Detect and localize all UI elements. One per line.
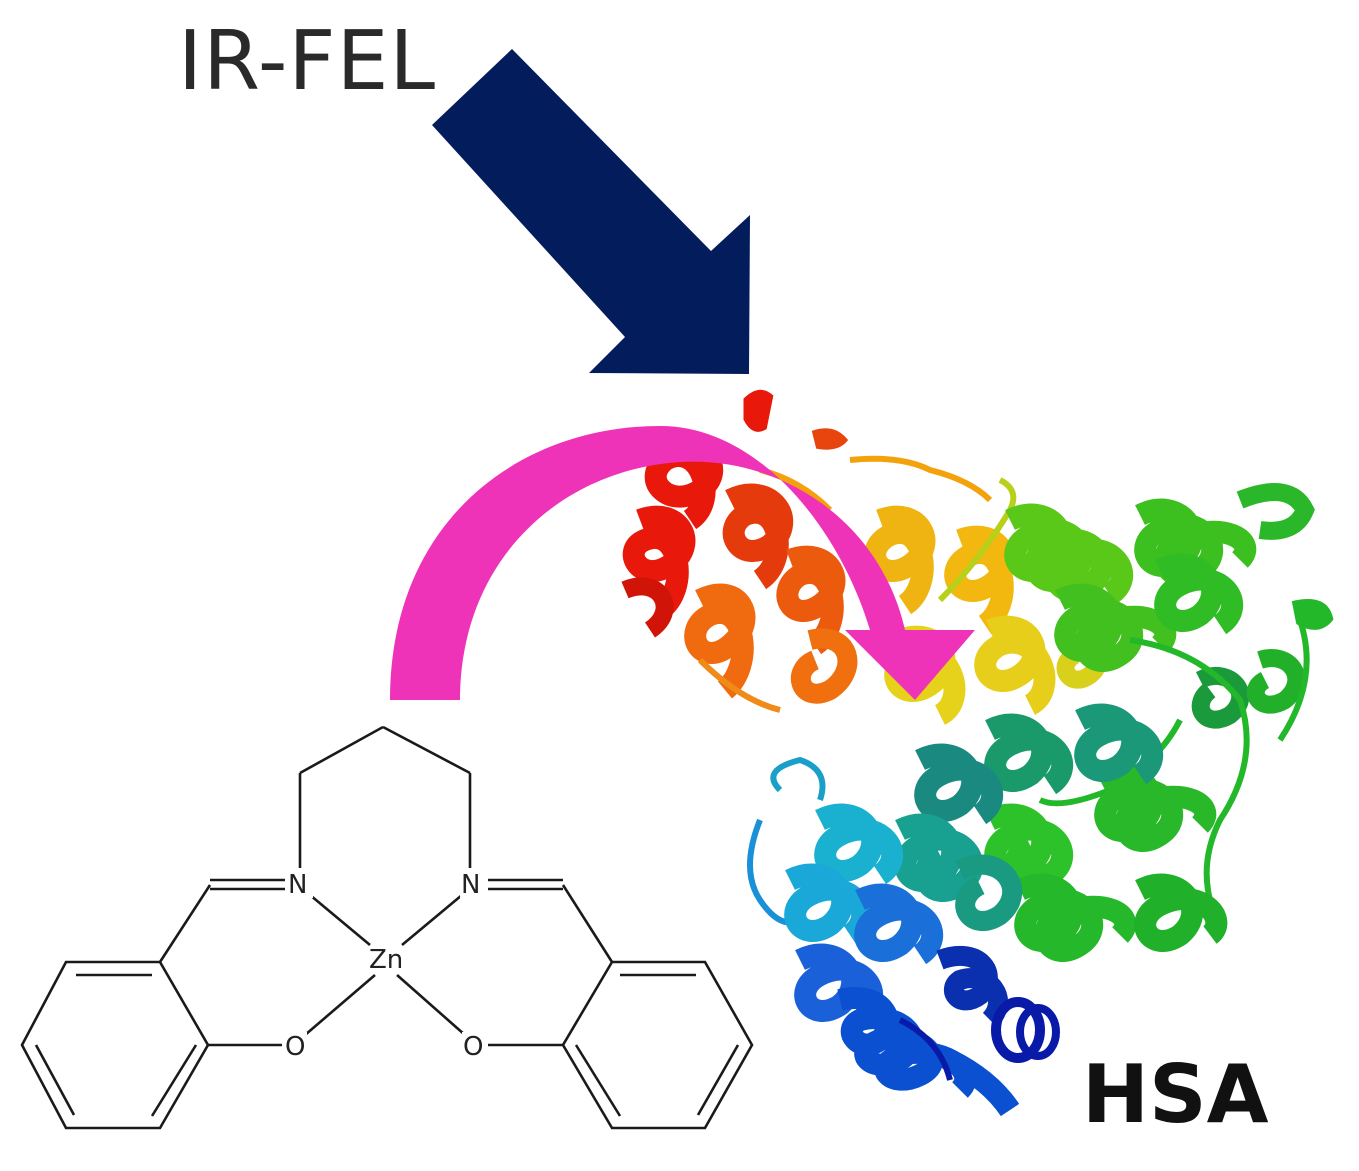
zn-complex-structure — [20, 725, 754, 1130]
atom-zn: Zn — [369, 945, 403, 975]
helix-blue — [747, 756, 1060, 1117]
protein-ribbon-icon — [621, 386, 1337, 1117]
ir-fel-label: IR-FEL — [178, 14, 437, 109]
helix-teal — [894, 703, 1164, 931]
atom-labels: N N Zn O O — [283, 868, 486, 1062]
hsa-label: HSA — [1082, 1048, 1269, 1141]
transfer-arrow-icon — [390, 426, 975, 700]
helix-red — [621, 386, 852, 638]
atom-n-right: N — [461, 870, 480, 900]
atom-o-left: O — [285, 1032, 305, 1062]
helix-green — [984, 483, 1337, 962]
atom-o-right: O — [463, 1032, 483, 1062]
atom-n-left: N — [288, 870, 307, 900]
ir-arrow-icon — [432, 49, 750, 374]
helix-orange — [684, 455, 993, 713]
